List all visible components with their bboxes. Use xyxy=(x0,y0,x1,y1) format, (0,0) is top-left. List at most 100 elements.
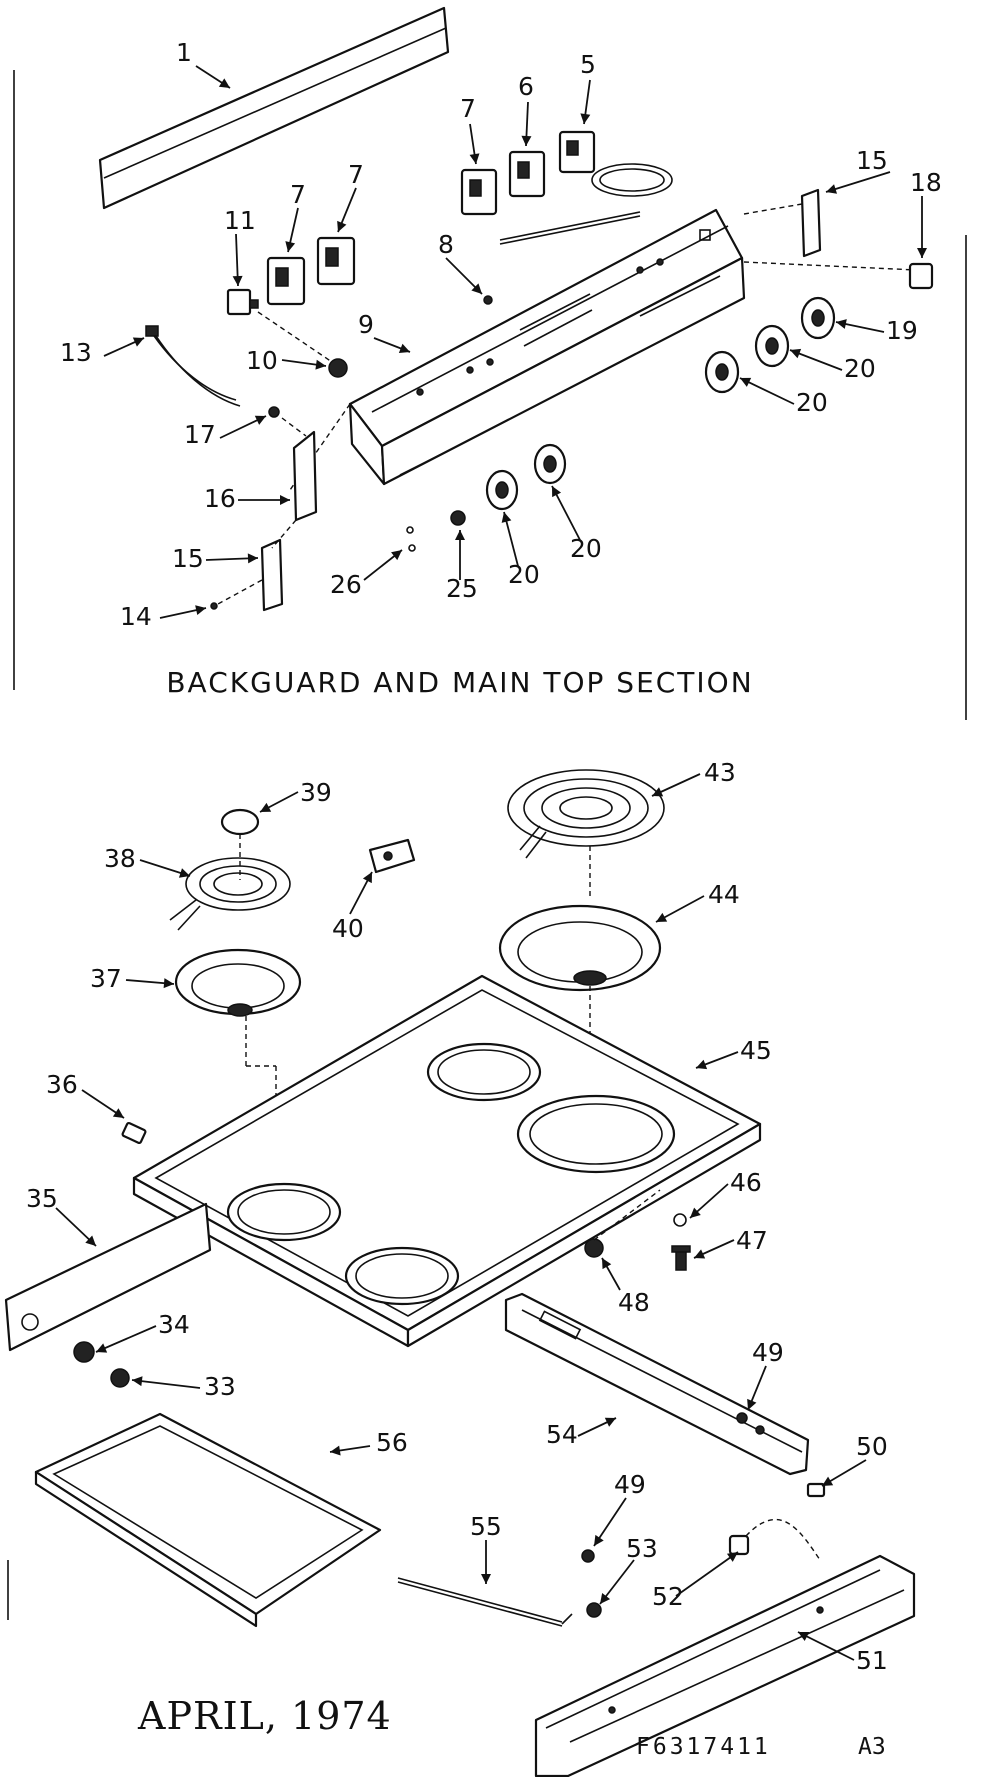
bracket-part-15-right xyxy=(800,188,822,258)
callout-38: 38 xyxy=(104,844,136,873)
main-top-part-45 xyxy=(132,974,762,1348)
leader-arrowhead xyxy=(501,512,512,523)
control-panel-part-9 xyxy=(289,208,746,491)
knob-part-25 xyxy=(450,510,466,526)
callout-33: 33 xyxy=(204,1372,236,1401)
callout-20c: 20 xyxy=(570,534,602,563)
knob-part-20b xyxy=(704,350,740,394)
callout-19: 19 xyxy=(886,316,918,345)
part-33 xyxy=(110,1368,130,1388)
switch-part-7a xyxy=(266,256,306,306)
part-code: F6317411 xyxy=(636,1734,771,1760)
leader-arrowhead xyxy=(330,1445,341,1456)
callout-5: 5 xyxy=(580,50,596,79)
leader-arrowhead xyxy=(694,1249,706,1259)
leader-arrowhead xyxy=(726,1552,738,1562)
leader-line xyxy=(797,1631,855,1661)
leader-arrowhead xyxy=(836,319,847,329)
leader-arrowhead xyxy=(132,337,144,347)
clip-part-18 xyxy=(908,262,934,290)
callout-34: 34 xyxy=(158,1310,190,1339)
leader-arrowhead xyxy=(580,113,591,124)
screw-part-26b xyxy=(408,544,416,552)
callout-10: 10 xyxy=(246,346,278,375)
leader-arrowhead xyxy=(602,1258,612,1270)
leader-line xyxy=(825,171,891,193)
part-52 xyxy=(728,1534,750,1556)
leader-arrowhead xyxy=(652,787,664,797)
callout-9: 9 xyxy=(358,310,374,339)
screw-part-49b xyxy=(581,1549,595,1563)
callout-20a: 20 xyxy=(844,354,876,383)
wiring-harness-part-13 xyxy=(145,325,241,407)
leader-arrowhead xyxy=(398,343,410,354)
leader-line xyxy=(95,1325,157,1353)
leader-arrowhead xyxy=(656,912,668,922)
leader-line xyxy=(131,1379,201,1389)
leader-arrowhead xyxy=(112,1108,124,1118)
leader-arrowhead xyxy=(280,495,290,505)
bracket-rail-part-54 xyxy=(504,1292,810,1476)
callout-7b: 7 xyxy=(348,160,364,189)
callout-48: 48 xyxy=(618,1288,650,1317)
rod-part-55 xyxy=(397,1577,573,1627)
screw-part-49a xyxy=(736,1412,748,1424)
bracket-part-15-left xyxy=(260,538,284,612)
callout-15a: 15 xyxy=(172,544,204,573)
leader-arrowhead xyxy=(315,359,326,370)
leader-arrowhead xyxy=(790,348,802,359)
callout-6: 6 xyxy=(518,72,534,101)
leader-arrowhead xyxy=(690,1207,701,1218)
callout-25: 25 xyxy=(446,574,478,603)
clip-part-36 xyxy=(121,1121,147,1145)
callout-17: 17 xyxy=(184,420,216,449)
small-drip-bowl-part-37 xyxy=(174,948,302,1017)
leader-arrowhead xyxy=(337,220,347,232)
clip-part-50 xyxy=(806,1482,826,1498)
leader-arrowhead xyxy=(96,1343,108,1353)
callout-14: 14 xyxy=(120,602,152,631)
callout-13: 13 xyxy=(60,338,92,367)
part-53 xyxy=(586,1602,602,1618)
callout-1: 1 xyxy=(176,38,192,67)
leader-arrowhead xyxy=(696,1059,708,1070)
callout-20d: 20 xyxy=(508,560,540,589)
screw-part-26a xyxy=(406,526,414,534)
leader-arrowhead xyxy=(747,1398,757,1410)
callout-53: 53 xyxy=(626,1534,658,1563)
leader-arrowhead xyxy=(85,1235,96,1246)
callout-35: 35 xyxy=(26,1184,58,1213)
callout-50: 50 xyxy=(856,1432,888,1461)
leader-arrowhead xyxy=(254,415,266,425)
leader-arrowhead xyxy=(481,1574,491,1584)
callout-55: 55 xyxy=(470,1512,502,1541)
end-cap-part-16 xyxy=(292,430,318,522)
leader-arrowhead xyxy=(826,184,838,194)
part-48 xyxy=(584,1238,604,1258)
callout-36: 36 xyxy=(46,1070,78,1099)
callout-16: 16 xyxy=(204,484,236,513)
leader-arrowhead xyxy=(604,1417,616,1427)
large-drip-bowl-part-44 xyxy=(498,904,662,992)
backguard-trim-part-1 xyxy=(98,6,450,210)
large-surface-element-part-43 xyxy=(507,769,665,859)
callout-51: 51 xyxy=(856,1646,888,1675)
nut-part-10 xyxy=(328,358,348,378)
diagram-date: APRIL, 1974 xyxy=(138,1694,392,1738)
callout-26: 26 xyxy=(330,570,362,599)
screw-part-47 xyxy=(671,1245,691,1271)
leader-arrowhead xyxy=(798,1632,810,1641)
leader-line xyxy=(551,485,581,541)
callout-8: 8 xyxy=(438,230,454,259)
callout-7a: 7 xyxy=(460,94,476,123)
leader-arrowhead xyxy=(132,1376,143,1387)
small-surface-element-part-38 xyxy=(169,857,291,931)
leader-arrowhead xyxy=(391,550,402,561)
revision-code: A3 xyxy=(858,1734,886,1760)
leader-arrowhead xyxy=(917,248,927,258)
callout-15b: 15 xyxy=(856,146,888,175)
part-34 xyxy=(73,1341,95,1363)
callout-20b: 20 xyxy=(796,388,828,417)
leader-arrowhead xyxy=(218,78,230,88)
